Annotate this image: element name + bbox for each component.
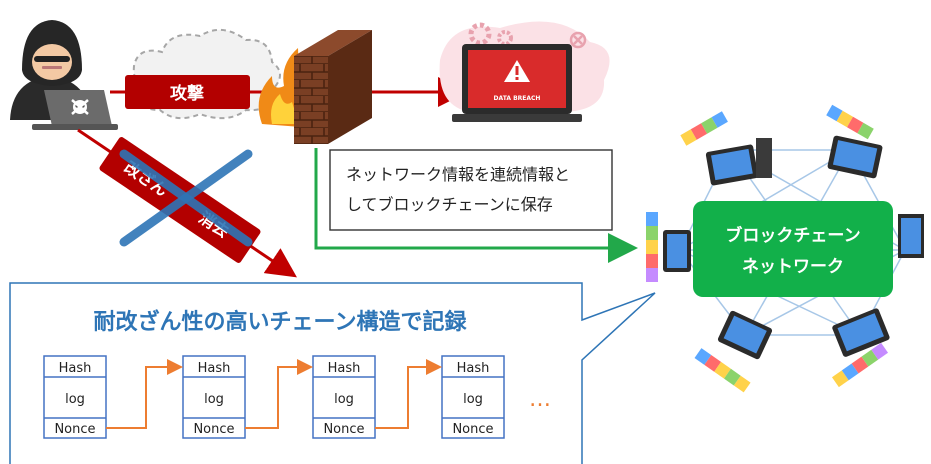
block-hash: Hash — [198, 361, 231, 376]
block-nonce: Nonce — [323, 422, 364, 437]
attack-label: 攻撃 — [170, 83, 204, 104]
block: Hash log Nonce — [182, 355, 246, 439]
save-arrow — [314, 148, 638, 263]
desktop-computer-icon — [705, 138, 772, 186]
block: Hash log Nonce — [43, 355, 107, 439]
chain-link-arrow — [375, 359, 442, 429]
chain-link-arrow — [245, 359, 313, 429]
firewall-icon — [258, 30, 372, 144]
blockchain-network-line2: ネットワーク — [742, 257, 844, 277]
blockchain-network-line1: ブロックチェーン — [725, 225, 860, 246]
hacker-icon — [10, 20, 118, 130]
chain-pieces — [646, 104, 889, 393]
block-nonce: Nonce — [193, 422, 234, 437]
block: Hash log Nonce — [441, 355, 505, 439]
network-note-line2: してブロックチェーンに保存 — [346, 195, 553, 214]
block-hash: Hash — [457, 361, 490, 376]
block: Hash log Nonce — [312, 355, 376, 439]
chain-panel-title: 耐改ざん性の高いチェーン構造で記録 — [94, 309, 468, 335]
network-note-box — [329, 149, 613, 231]
attack-label-box — [125, 75, 250, 109]
block-log: log — [204, 392, 224, 407]
network-note-line1: ネットワーク情報を連続情報と — [346, 165, 570, 184]
tablet-icon — [663, 230, 691, 272]
monitor-icon — [898, 214, 924, 258]
blocked-cross-icon — [119, 149, 253, 247]
block-hash: Hash — [328, 361, 361, 376]
block-hash: Hash — [59, 361, 92, 376]
block-nonce: Nonce — [452, 422, 493, 437]
chain-link-arrow — [106, 359, 183, 429]
block-log: log — [463, 392, 483, 407]
block-nonce: Nonce — [54, 422, 95, 437]
block-log: log — [65, 392, 85, 407]
breach-screen-text: DATA BREACH — [494, 95, 541, 102]
data-breach-laptop-icon: DATA BREACH — [439, 21, 610, 122]
laptop-computer-icon — [827, 135, 883, 179]
gear-icon — [468, 22, 513, 46]
chain-ellipsis: … — [529, 387, 551, 412]
close-icon — [569, 31, 587, 49]
laptop-computer-icon — [832, 308, 890, 357]
laptop-computer-icon — [717, 310, 773, 360]
block-chain: Hash log Nonce Hash log Nonce Hash log N… — [43, 355, 551, 439]
block-log: log — [334, 392, 354, 407]
blockchain-network-box — [693, 201, 893, 297]
